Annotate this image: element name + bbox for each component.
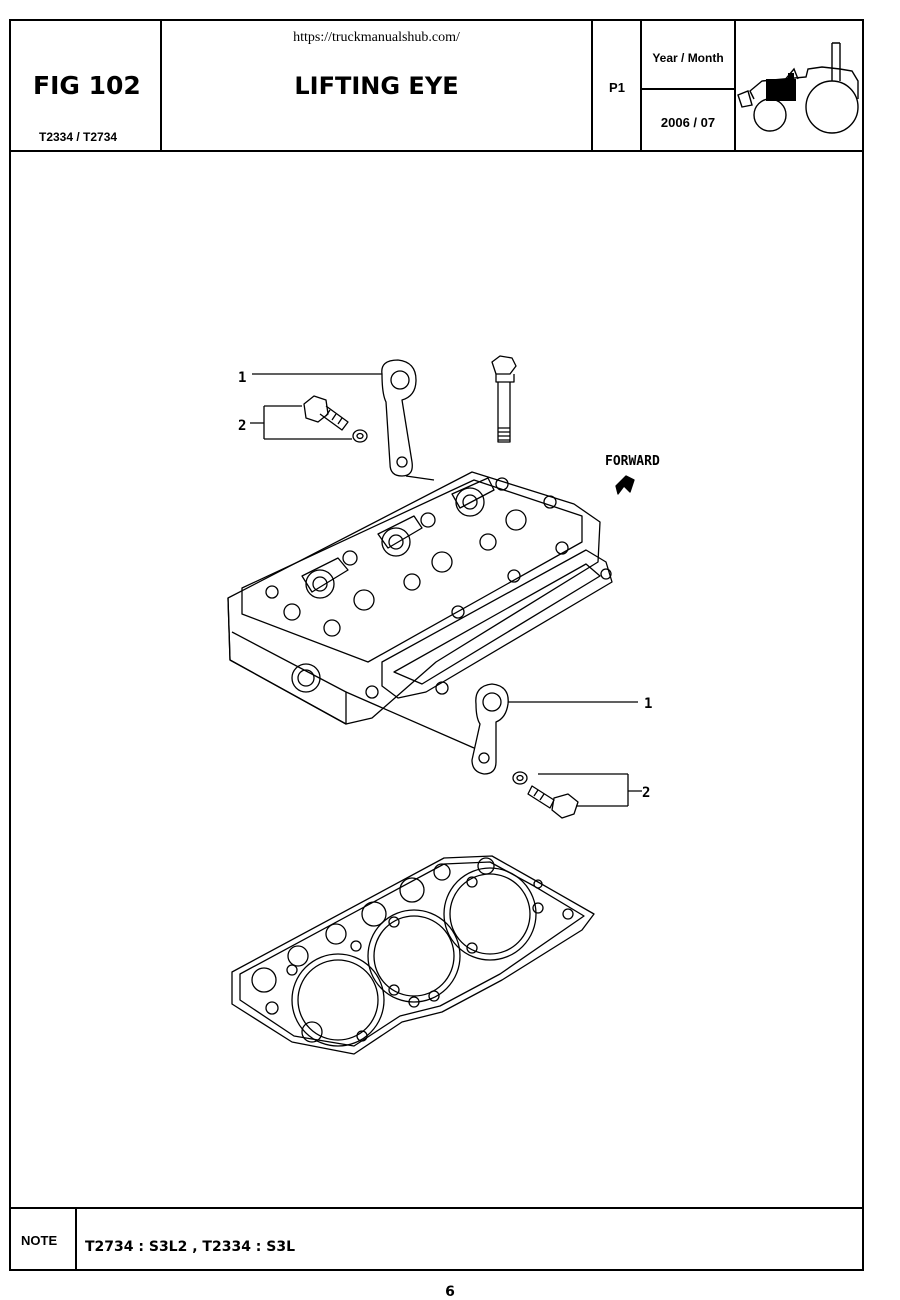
logo-cell: [736, 21, 862, 150]
alignment-line: [345, 475, 475, 749]
fig-number: FIG 102: [33, 71, 141, 100]
fig-cell: FIG 102 T2334 / T2734: [11, 21, 162, 150]
page-title: LIFTING EYE: [294, 72, 459, 100]
note-label-cell: NOTE: [11, 1209, 77, 1271]
callout-2-bottom: 2: [642, 785, 650, 801]
year-month-label: Year / Month: [652, 51, 724, 65]
bolt-bottom: [527, 785, 579, 819]
lifting-eye-top: [381, 359, 417, 477]
head-bolt: [491, 355, 517, 443]
bolt-top-left: [303, 395, 349, 431]
washer-top-left: [352, 429, 368, 443]
year-month-value: 2006 / 07: [660, 115, 716, 130]
tractor-icon: [737, 42, 859, 134]
callout-1-top: 1: [238, 370, 246, 386]
bracket-line: [250, 405, 352, 440]
header: FIG 102 T2334 / T2734 https://truckmanua…: [11, 21, 862, 152]
exploded-parts-diagram: 1 2: [227, 355, 660, 1055]
lifting-eye-bottom: [471, 683, 509, 775]
bracket-line: [538, 773, 642, 807]
year-month-label-box: Year / Month: [642, 21, 734, 90]
page-number: 6: [445, 1284, 455, 1300]
forward-label: FORWARD: [605, 454, 660, 469]
title-cell: https://truckmanualshub.com/ LIFTING EYE: [162, 21, 593, 150]
model-numbers: T2334 / T2734: [39, 130, 118, 144]
cylinder-head: [227, 471, 613, 725]
callout-1-bottom: 1: [644, 696, 652, 712]
note-text: T2734 : S3L2 , T2334 : S3L: [85, 1239, 296, 1255]
source-url[interactable]: https://truckmanualshub.com/: [293, 30, 460, 45]
year-month-cell: Year / Month 2006 / 07: [642, 21, 736, 150]
callout-2-top: 2: [238, 418, 246, 434]
arrow-icon: [615, 475, 635, 495]
page-code-cell: P1: [593, 21, 642, 150]
head-gasket: [231, 855, 595, 1055]
washer-bottom: [512, 771, 528, 785]
note-row: NOTE T2734 : S3L2 , T2334 : S3L: [11, 1207, 862, 1271]
note-label: NOTE: [21, 1233, 58, 1248]
page-frame: FIG 102 T2334 / T2734 https://truckmanua…: [9, 19, 864, 1271]
page-code: P1: [609, 80, 625, 95]
